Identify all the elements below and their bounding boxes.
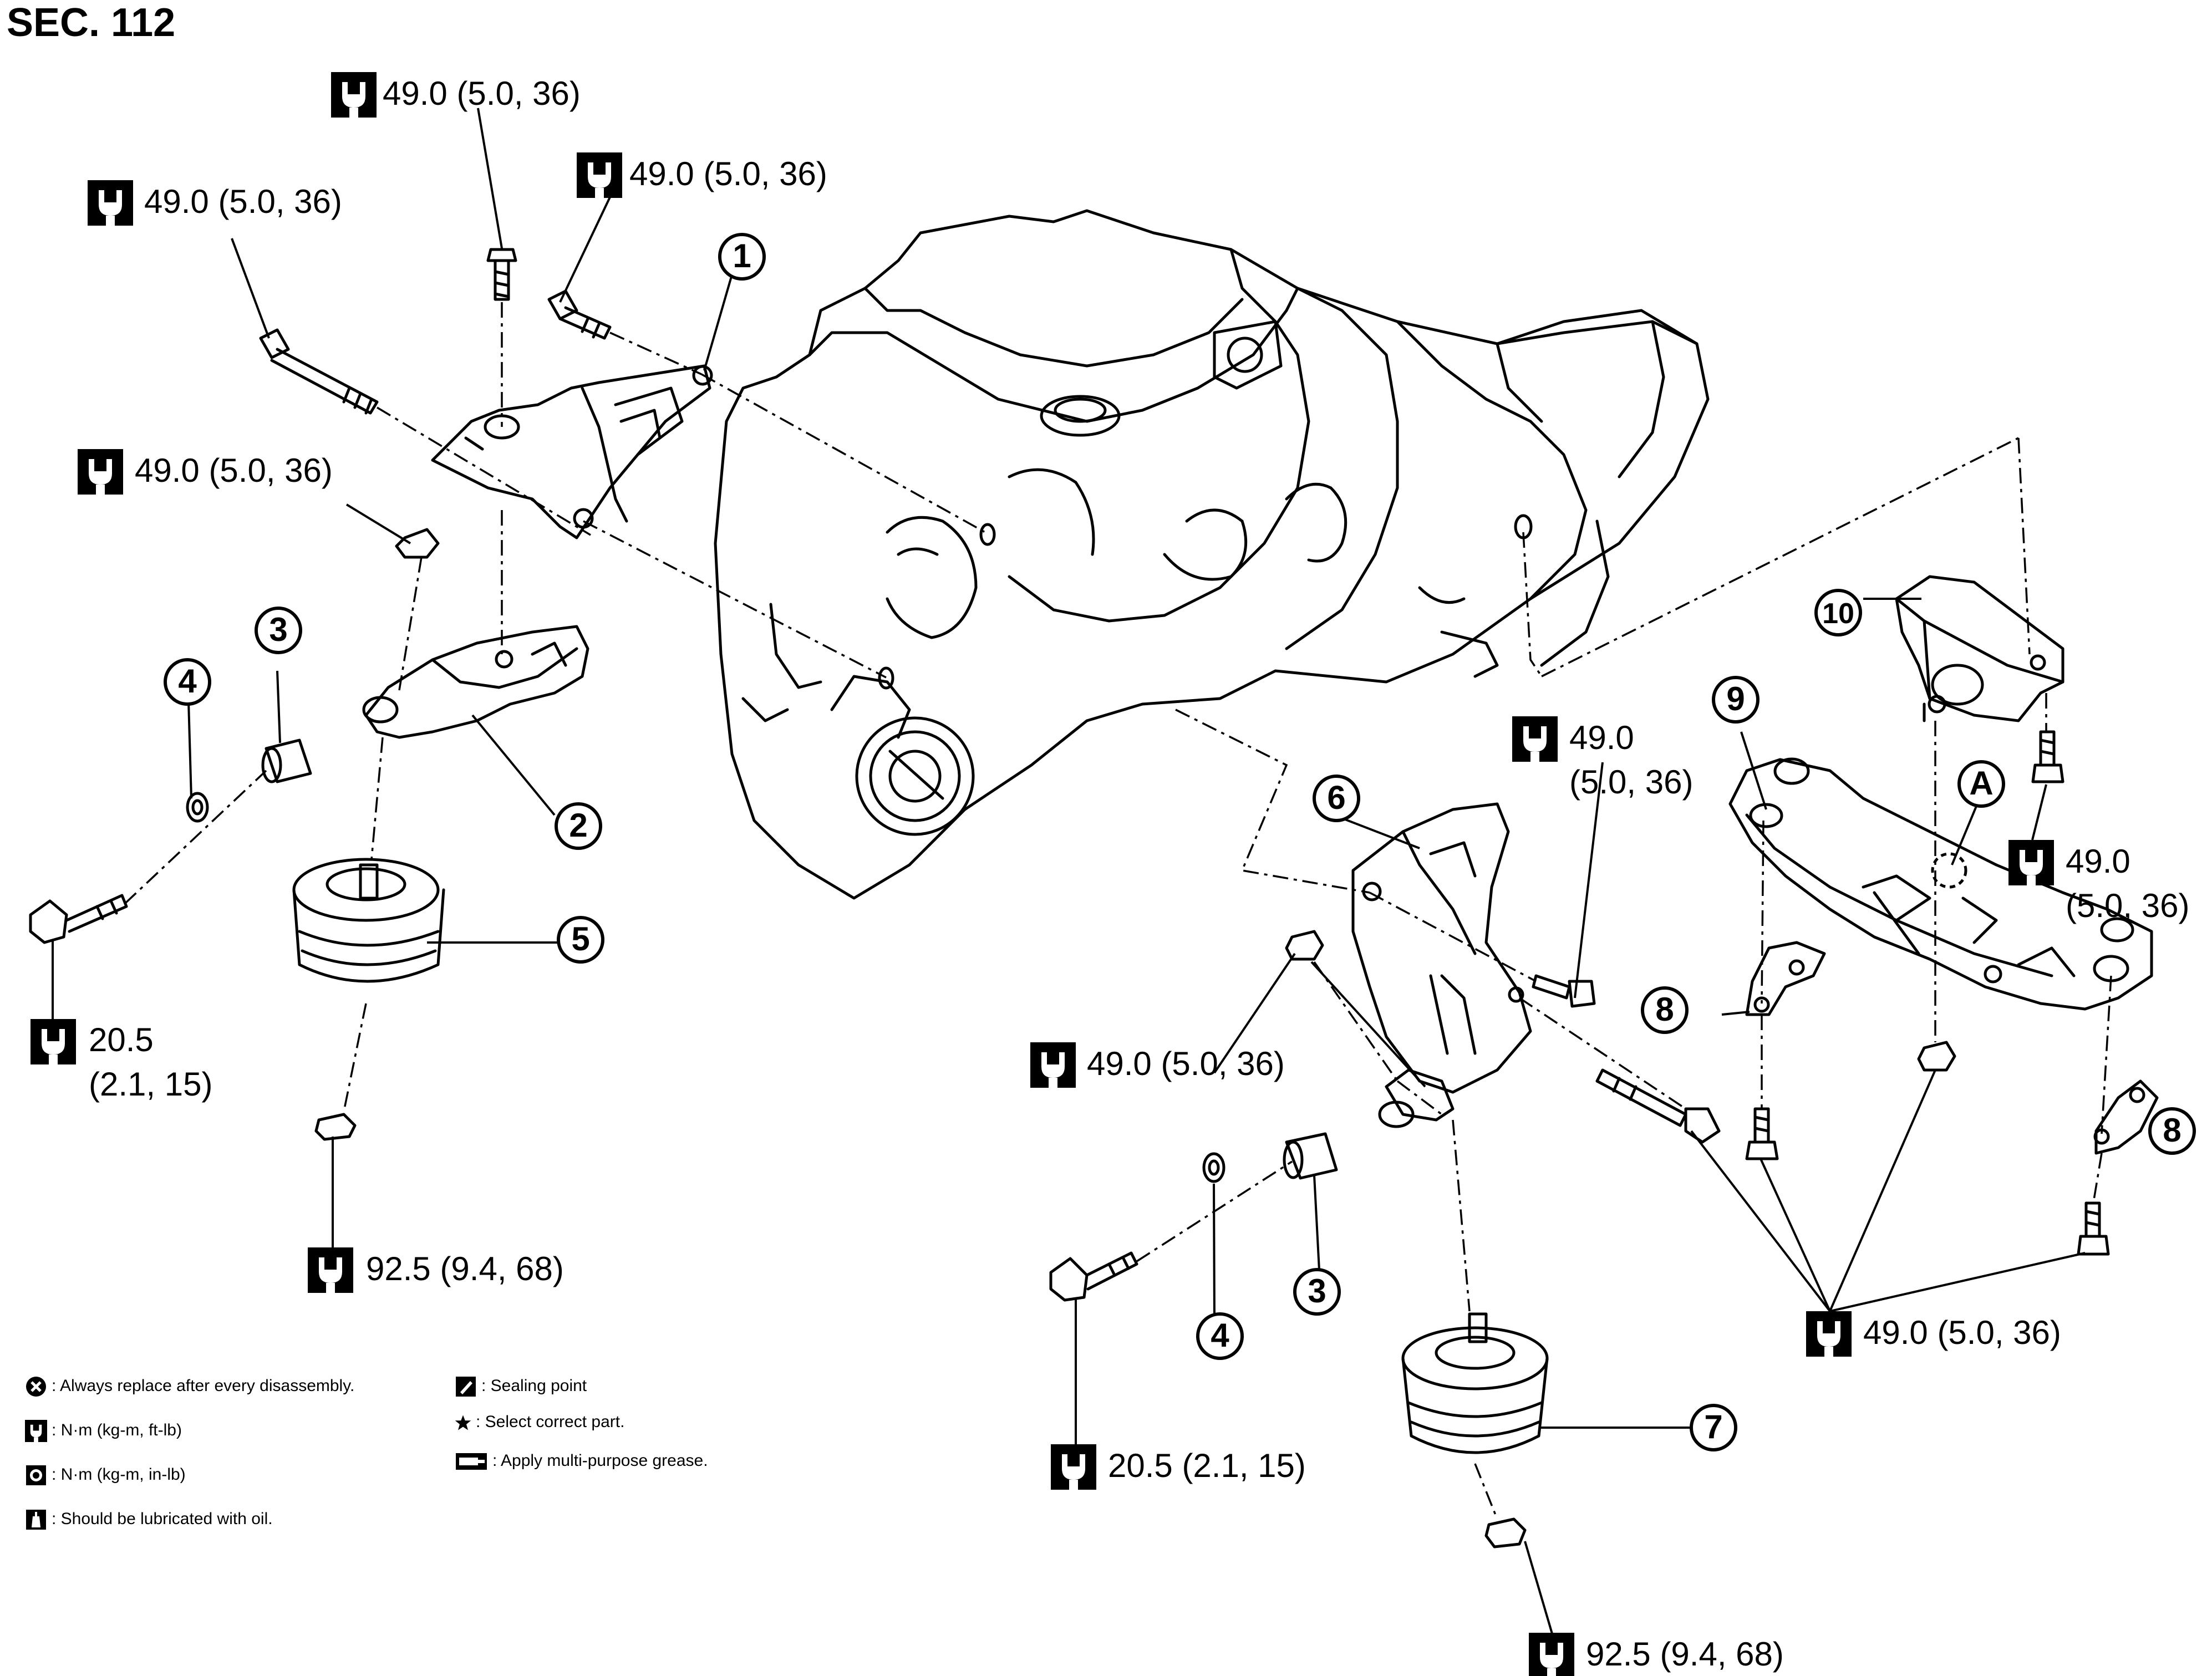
nut-lh-bracket: [395, 528, 440, 559]
rh-engine-insulator: [1401, 1312, 1549, 1454]
washer-lh: [186, 792, 209, 823]
torque-wrench-icon: [25, 1420, 47, 1443]
torque-label-rh-nut: 49.0 (5.0, 36): [1087, 1045, 1285, 1082]
bolt-rh-long: [1595, 1068, 1721, 1144]
rear-engine-mount: [1895, 575, 2064, 722]
crossmember-bracket-left: [1745, 941, 1826, 1016]
torque-label-top-right: 49.0 (5.0, 36): [629, 155, 827, 192]
bolt-crossmember-right: [2077, 1201, 2110, 1256]
callout-5: 5: [571, 920, 590, 957]
legend-nm-ftlb: : N·m (kg-m, ft-lb): [25, 1419, 182, 1443]
replace-icon: [26, 1377, 46, 1397]
torque-label-rear-mount-line2: (5.0, 36): [2066, 887, 2190, 924]
bolt-rear-mount: [2031, 730, 2064, 783]
torque-label-lh-bolt-line1: 20.5: [89, 1021, 154, 1058]
star-icon: [455, 1415, 471, 1430]
rh-engine-bracket: [1351, 802, 1532, 1094]
washer-rh: [1202, 1152, 1226, 1183]
torque-label-lh-insulator-nut: 92.5 (9.4, 68): [366, 1250, 564, 1287]
legend-nm-inlb: : N·m (kg-m, in-lb): [25, 1464, 186, 1486]
callout-7: 7: [1704, 1408, 1723, 1445]
bolt-top-center: [486, 248, 517, 301]
section-title: SEC. 112: [7, 1, 176, 45]
nut-rh-insulator: [1484, 1517, 1527, 1548]
callout-6: 6: [1327, 779, 1346, 816]
callout-circles: [164, 233, 2196, 1451]
legend-replace-text: : Always replace after every disassembly…: [52, 1377, 355, 1395]
rear-crossmember: [1728, 757, 2153, 1011]
bushing-rh: [1283, 1132, 1338, 1180]
callout-4-rh: 4: [1211, 1317, 1229, 1354]
callout-8-right: 8: [2163, 1112, 2182, 1149]
legend-select-text: : Select correct part.: [476, 1413, 625, 1431]
legend-sealing-text: : Sealing point: [481, 1377, 587, 1395]
legend-nm-inlb-text: : N·m (kg-m, in-lb): [52, 1465, 186, 1484]
sealing-point-icon: [456, 1377, 476, 1397]
crossmember-bracket-right: [2093, 1079, 2159, 1155]
nut-lh-insulator: [314, 1113, 357, 1141]
torque-label-rh-bolt: 20.5 (2.1, 15): [1108, 1447, 1306, 1484]
legend-lubricate-text: : Should be lubricated with oil.: [52, 1510, 273, 1528]
torque-label-top-center: 49.0 (5.0, 36): [383, 75, 581, 112]
legend-lubricate: : Should be lubricated with oil.: [25, 1508, 273, 1531]
bolt-long-top-left: [259, 328, 379, 415]
callout-10: 10: [1822, 598, 1854, 630]
bushing-lh: [261, 738, 312, 783]
nut-crossmember-center: [1917, 1041, 1956, 1072]
callout-8-left: 8: [1655, 991, 1674, 1028]
torque-label-crossmember: 49.0 (5.0, 36): [1863, 1314, 2061, 1351]
callout-4-lh: 4: [178, 663, 197, 700]
legend-sealing: : Sealing point: [455, 1375, 587, 1398]
bolt-lh-through: [29, 894, 128, 944]
torque-label-rh-insulator-nut: 92.5 (9.4, 68): [1586, 1636, 1784, 1673]
legend-grease: : Apply multi-purpose grease.: [455, 1450, 708, 1472]
bolt-rh-through: [1049, 1251, 1138, 1302]
torque-label-rh-bracket-line1: 49.0: [1569, 719, 1634, 756]
torque-label-lh-bolt-line2: (2.1, 15): [89, 1066, 213, 1103]
bolt-rh-bracket-short: [1532, 974, 1596, 1008]
engine-transmission-assembly: [714, 209, 1710, 900]
lh-insulator-bracket: [362, 625, 589, 739]
callout-1: 1: [733, 237, 751, 274]
lh-engine-insulator: [292, 858, 445, 983]
legend-replace: : Always replace after every disassembly…: [25, 1375, 354, 1398]
callout-3-lh: 3: [269, 611, 288, 648]
oil-can-icon: [26, 1510, 46, 1530]
callout-3-rh: 3: [1308, 1272, 1326, 1310]
torque-label-top-left: 49.0 (5.0, 36): [144, 183, 342, 220]
grease-gun-icon: [456, 1453, 487, 1470]
legend-select: : Select correct part.: [455, 1411, 624, 1433]
torque-label-rear-mount-line1: 49.0: [2066, 843, 2130, 880]
bolt-top-right: [547, 289, 612, 340]
callout-A: A: [1969, 765, 1994, 802]
rh-insulator-bracket: [1378, 974, 1455, 1128]
lh-engine-bracket: [431, 364, 713, 539]
callout-9: 9: [1726, 680, 1745, 717]
legend-grease-text: : Apply multi-purpose grease.: [492, 1451, 708, 1470]
nut-rh-bracket: [1285, 930, 1324, 961]
torque-label-lh-nut: 49.0 (5.0, 36): [135, 452, 333, 489]
callout-2: 2: [569, 807, 588, 844]
torque-label-rh-bracket-line2: (5.0, 36): [1569, 763, 1694, 801]
legend-nm-ftlb-text: : N·m (kg-m, ft-lb): [52, 1421, 182, 1439]
torque-inlb-icon: [26, 1465, 46, 1486]
bolt-crossmember-left: [1745, 1107, 1779, 1160]
